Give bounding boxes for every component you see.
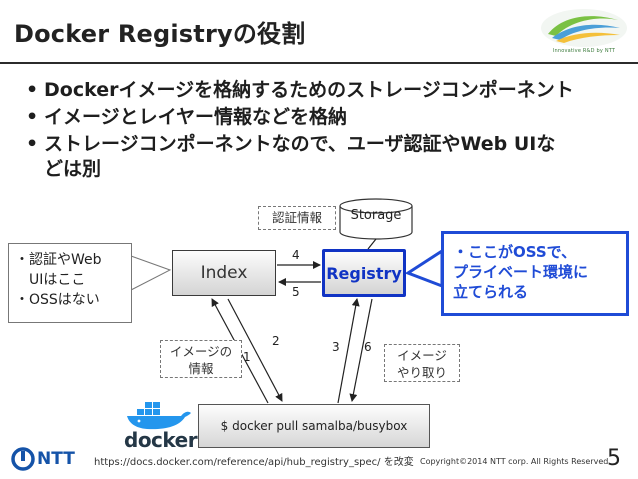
slide-title: Docker Registryの役割 [14, 20, 306, 48]
image-exchange-note: イメージ やり取り [384, 344, 460, 382]
bullet-item: • ストレージコンポーネントなので、ユーザ認証やWeb UIなどは別 [24, 132, 604, 182]
ntt-circle-icon [11, 447, 35, 471]
storage-link [367, 238, 377, 250]
bullet-text: ストレージコンポーネントなので、ユーザ認証やWeb UIなどは別 [44, 133, 556, 180]
bullet-text: イメージとレイヤー情報などを格納 [44, 106, 348, 128]
ntt-logo [11, 447, 81, 471]
arrow-number: 2 [272, 334, 280, 348]
oss-callout-line: 立てられる [453, 283, 529, 301]
left-callout: ・認証やWeb UIはここ ・OSSはない [8, 243, 132, 323]
registry-box: Registry [322, 249, 406, 297]
index-box: Index [172, 250, 276, 296]
image-exchange-line: イメージ [397, 348, 447, 363]
copyright: Copyright©2014 NTT corp. All Rights Rese… [420, 457, 611, 466]
arrow-3 [337, 298, 360, 404]
page-number: 5 [607, 446, 621, 471]
docker-wordmark: docker [124, 428, 198, 452]
bullet-text: Dockerイメージを格納するためのストレージコンポーネント [44, 79, 574, 101]
left-callout-line: UIはここ [15, 272, 86, 288]
oss-callout: ・ここがOSSで、 プライベート環境に 立てられる [441, 231, 629, 316]
oss-callout-line: プライベート環境に [453, 263, 589, 281]
title-divider [0, 62, 638, 64]
image-info-line: イメージの [169, 344, 233, 359]
left-callout-pointer [130, 255, 172, 291]
ntt-wordmark: NTT [37, 449, 75, 469]
bullet-list: • Dockerイメージを格納するためのストレージコンポーネント • イメージと… [24, 78, 604, 184]
arrow-number: 5 [292, 285, 300, 299]
left-callout-line: ・OSSはない [15, 292, 100, 308]
image-exchange-line: やり取り [396, 365, 447, 380]
innovative-rd-logo: Innovative R&D by NTT [538, 6, 630, 62]
arrow-number: 4 [292, 248, 300, 262]
blue-callout-pointer [404, 248, 444, 289]
source-link[interactable]: https://docs.docker.com/reference/api/hu… [94, 457, 414, 468]
bullet-dot: • [26, 79, 39, 101]
oss-callout-line: ・ここがOSSで、 [453, 243, 577, 261]
image-info-line: 情報 [188, 361, 214, 376]
arrow-number: 1 [243, 350, 251, 364]
bullet-item: • Dockerイメージを格納するためのストレージコンポーネント [24, 78, 604, 103]
arrow-number: 6 [364, 340, 372, 354]
storage-label: Storage [350, 208, 402, 223]
arrow-number: 3 [332, 340, 340, 354]
bullet-dot: • [26, 133, 39, 155]
bullet-dot: • [26, 106, 39, 128]
swirl-logo-icon [541, 9, 627, 47]
left-callout-line: ・認証やWeb [15, 252, 102, 268]
auth-info-note: 認証情報 [258, 206, 336, 230]
docker-pull-command: $ docker pull samalba/busybox [198, 404, 430, 448]
image-info-note: イメージの 情報 [160, 340, 242, 378]
bullet-item: • イメージとレイヤー情報などを格納 [24, 105, 604, 130]
logo-caption: Innovative R&D by NTT [552, 48, 616, 54]
docker-whale-icon [123, 399, 193, 451]
